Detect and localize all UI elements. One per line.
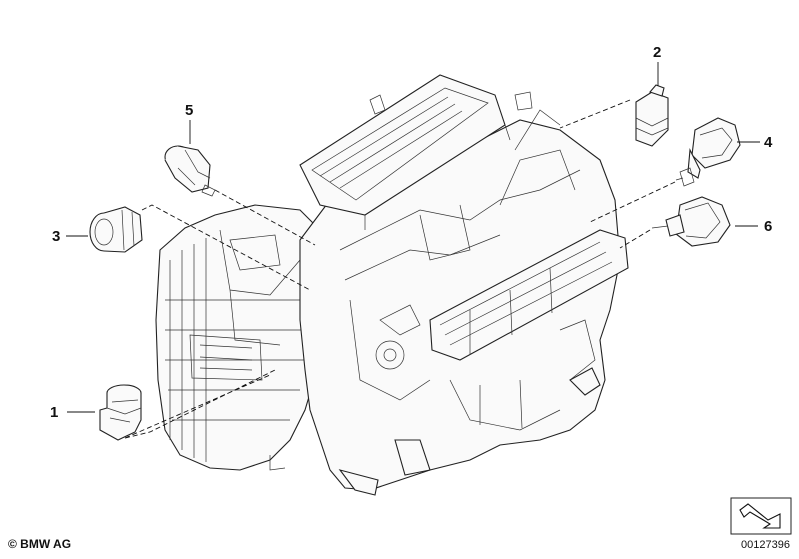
actuator-3-leader [141,204,311,291]
callout-1: 1 [50,404,58,421]
copyright-label: © BMW AG [8,537,72,551]
arrow-icon[interactable] [730,497,792,535]
actuator-3 [89,206,143,253]
actuator-2 [635,84,669,147]
heater-housing-assembly [155,74,629,496]
actuator-5-leader [214,189,316,246]
drawing-number: 00127396 [741,539,790,551]
actuator-1 [99,384,142,441]
callout-4: 4 [764,134,773,151]
actuator-4 [675,117,741,187]
actuator-5 [164,145,216,197]
actuator-2-leader [559,99,631,129]
callout-6: 6 [764,218,772,235]
actuator-1-leader [124,369,276,439]
callout-3: 3 [52,228,60,245]
actuator-6 [651,196,731,247]
callout-5: 5 [185,102,193,119]
callout-2: 2 [653,44,661,61]
actuator-6-leader [619,229,651,249]
